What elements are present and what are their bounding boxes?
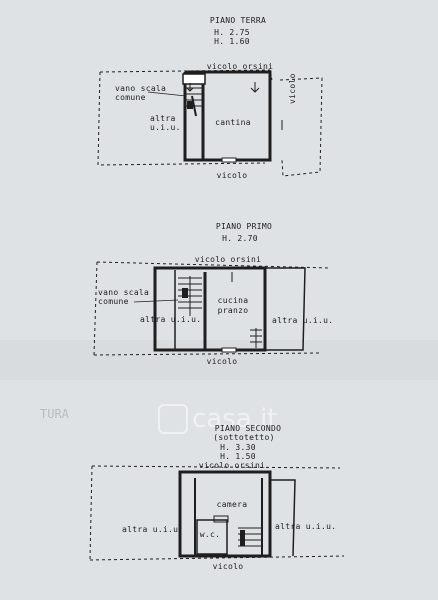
second-other-unit-right: altra u.i.u.: [275, 522, 337, 531]
second-bath-label: w.c.: [199, 530, 221, 539]
ground-street-bottom: vicolo: [216, 171, 248, 180]
first-other-unit-left: altra u.i.u.: [140, 315, 202, 324]
first-street-top: vicolo orsini: [194, 255, 262, 264]
second-floor-height-2: H. 1.50: [220, 452, 256, 461]
first-stair-label-1: vano scala: [98, 288, 150, 297]
watermark-logo: casa.it: [158, 404, 277, 434]
ground-floor-height-1: H. 2.75: [214, 28, 250, 37]
ground-other-unit-1: altra: [150, 114, 176, 123]
first-other-unit-right: altra u.i.u.: [272, 316, 334, 325]
house-icon: [158, 404, 188, 434]
ground-floor-plan: [97, 69, 323, 177]
second-other-unit-left: altra u.i.u.: [122, 525, 184, 534]
ground-stair-label-1: vano scala: [115, 84, 167, 93]
first-stair-label-2: comune: [98, 297, 129, 306]
second-street-top: vicolo orsini: [198, 461, 266, 470]
first-room-label-2: pranzo: [217, 306, 249, 315]
ground-floor-title: PIANO TERRA: [209, 16, 267, 25]
second-floor-subtitle: (sottotetto): [213, 433, 275, 442]
first-floor-plan: [93, 261, 331, 356]
faded-text: TURA: [40, 407, 70, 421]
first-street-bottom: vicolo: [206, 357, 238, 366]
first-floor-height: H. 2.70: [222, 234, 258, 243]
ground-floor-height-2: H. 1.60: [214, 37, 250, 46]
watermark-text: casa.it: [192, 404, 278, 434]
second-floor-plan: [89, 465, 345, 561]
ground-stair-label-2: comune: [115, 93, 146, 102]
ground-street-top: vicolo orsini: [206, 62, 274, 71]
first-room-label-1: cucina: [217, 296, 249, 305]
second-floor-height-1: H. 3.30: [220, 443, 256, 452]
ground-other-unit-2: u.i.u.: [150, 123, 181, 132]
second-street-bottom: vicolo: [212, 562, 244, 571]
second-floor-title: PIANO SECONDO: [214, 424, 282, 433]
ground-street-side: vicolo: [288, 73, 297, 104]
ground-room-label: cantina: [215, 118, 251, 127]
first-floor-title: PIANO PRIMO: [215, 222, 273, 231]
second-room-label: camera: [216, 500, 248, 509]
